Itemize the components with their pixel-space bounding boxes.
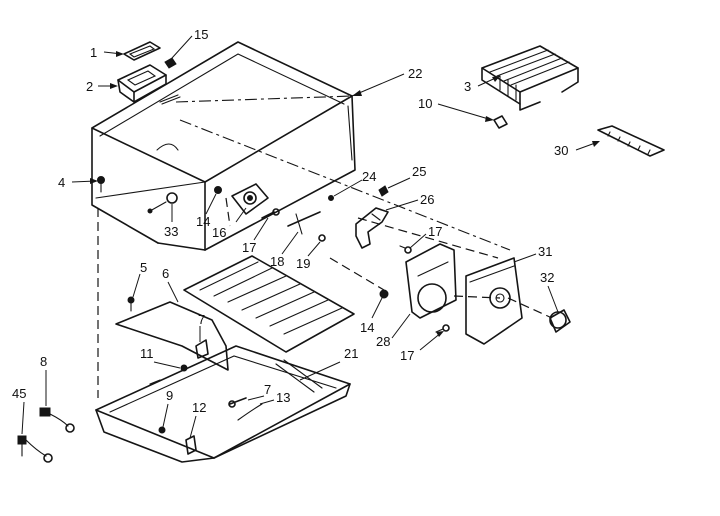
label-5: 5 — [140, 260, 147, 275]
label-45: 45 — [12, 386, 26, 401]
label-14-lower: 14 — [360, 320, 374, 335]
part-26-bracket — [355, 207, 389, 249]
part-4-screw — [97, 176, 105, 193]
part-labels: 1 2 15 22 3 10 30 4 24 25 26 14 16 33 17… — [12, 27, 568, 415]
label-2: 2 — [86, 79, 93, 94]
label-8: 8 — [40, 354, 47, 369]
part-32-motor — [549, 309, 571, 333]
part-16-mount — [231, 183, 269, 215]
label-22: 22 — [408, 66, 422, 81]
label-7-a: 7 — [198, 312, 205, 327]
label-28: 28 — [376, 334, 390, 349]
part-33-screw — [147, 192, 178, 214]
label-25: 25 — [412, 164, 426, 179]
part-6-plate — [115, 255, 355, 371]
label-16: 16 — [212, 225, 226, 240]
part-10-knob — [493, 115, 508, 129]
part-3-grille — [481, 45, 579, 111]
label-11: 11 — [140, 346, 154, 361]
part-12-clip — [185, 435, 197, 455]
part-14-nut-lower — [379, 289, 389, 299]
part-15-grommet — [164, 57, 177, 69]
part-17-screw-b — [399, 245, 412, 254]
label-32: 32 — [540, 270, 554, 285]
label-13: 13 — [276, 390, 290, 405]
part-21-drain-pan — [95, 345, 351, 463]
part-17-screw-c — [435, 324, 450, 333]
part-45-harness — [17, 435, 53, 463]
label-24: 24 — [362, 169, 376, 184]
part-24-clip — [328, 195, 334, 201]
part-31-fan-bracket — [465, 257, 523, 345]
label-17-b: 17 — [428, 224, 442, 239]
part-28-fan-shroud — [405, 243, 457, 319]
label-4: 4 — [58, 175, 65, 190]
label-9: 9 — [166, 388, 173, 403]
label-17-a: 17 — [242, 240, 256, 255]
leader-lines — [21, 35, 600, 439]
label-33: 33 — [164, 224, 178, 239]
label-18: 18 — [270, 254, 284, 269]
label-7-b: 7 — [264, 382, 271, 397]
part-8-connector — [39, 407, 75, 433]
label-21: 21 — [344, 346, 358, 361]
part-14-nut-upper — [214, 186, 222, 194]
label-19: 19 — [296, 256, 310, 271]
label-31: 31 — [538, 244, 552, 259]
part-7-clip-a — [195, 339, 209, 359]
label-30: 30 — [554, 143, 568, 158]
part-19-screw — [318, 234, 326, 242]
part-9-screw — [158, 426, 166, 434]
label-1: 1 — [90, 45, 97, 60]
part-30-strip — [597, 125, 665, 157]
part-7-clip-b — [228, 397, 247, 408]
assembly-lines — [97, 95, 553, 398]
part-25-nut — [378, 185, 389, 197]
part-13-wire — [237, 403, 263, 421]
label-10: 10 — [418, 96, 432, 111]
label-3: 3 — [464, 79, 471, 94]
part-1-gasket — [123, 41, 161, 61]
label-6: 6 — [162, 266, 169, 281]
part-17-screw-a — [261, 208, 280, 219]
label-17-c: 17 — [400, 348, 414, 363]
label-12: 12 — [192, 400, 206, 415]
label-15: 15 — [194, 27, 208, 42]
part-5-screw — [127, 296, 135, 312]
part-18-shaft — [287, 211, 321, 235]
part-2-handle — [117, 64, 167, 103]
label-26: 26 — [420, 192, 434, 207]
label-14-upper: 14 — [196, 214, 210, 229]
